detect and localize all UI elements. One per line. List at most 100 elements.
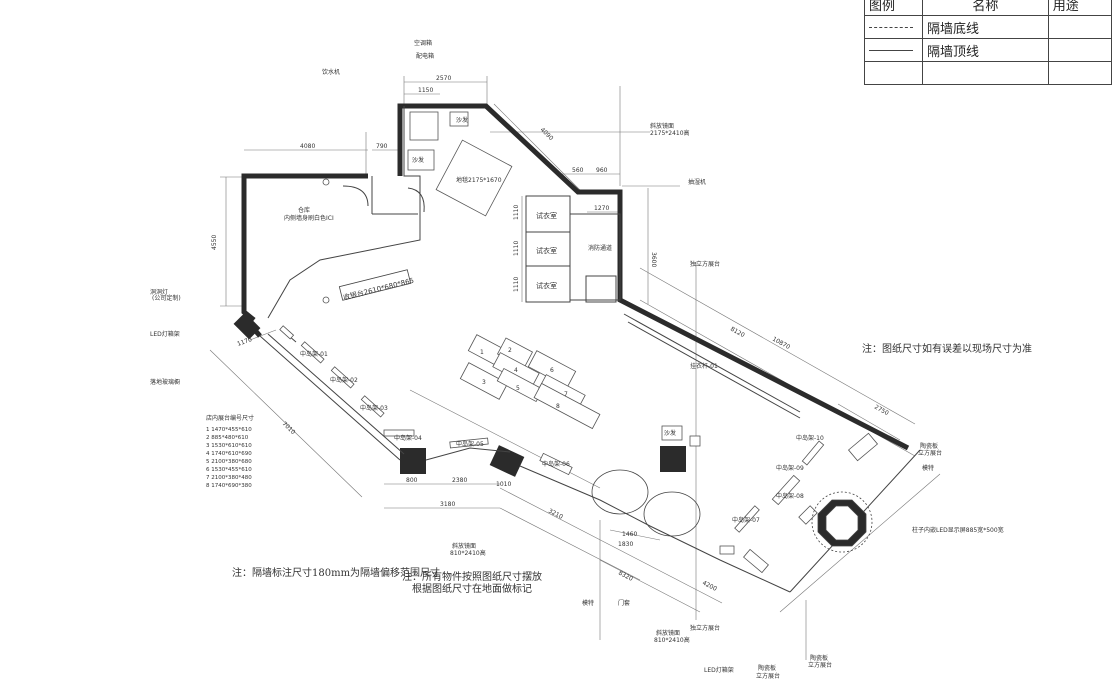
label-tilt-mirror-size: 2175*2410高 — [650, 129, 690, 137]
dim-4080: 4080 — [300, 143, 315, 150]
dim-1110c: 1110 — [513, 277, 520, 292]
room-fire-passage: 消防通道 — [588, 244, 612, 252]
table-num-3: 3 — [482, 379, 486, 386]
label-led-lightbox: LED灯箱架 — [150, 330, 180, 338]
label-tilt-mirror: 斜放镜面 — [650, 122, 674, 130]
label-indep-box: 独立方展台 — [690, 624, 720, 632]
rack-label-11: 挂衣杆-01 — [690, 362, 718, 370]
label-model: 模特 — [582, 599, 594, 607]
pillar-entrance-left — [400, 448, 426, 474]
legend-solid-line — [864, 38, 923, 62]
sofa-box-bottom — [661, 425, 683, 441]
label-model2: 模特 — [922, 464, 934, 472]
label-tilt-mirror3-size: 810*2410高 — [654, 636, 690, 644]
dim-2750: 2750 — [873, 404, 890, 418]
table-size-1: 1 1470*455*610 — [206, 427, 252, 433]
room-fitting2: 试衣室 — [536, 246, 557, 255]
room-warehouse-1: 仓库 — [298, 206, 310, 214]
label-side-cabinet3b: 立方展台 — [918, 449, 942, 457]
legend-row1-name: 隔墙底线 — [921, 15, 1049, 39]
table-size-7: 7 2100*380*480 — [206, 475, 252, 481]
warehouse-fixtures — [322, 111, 469, 304]
racks — [279, 325, 879, 574]
rack-label-2: 中岛架-02 — [330, 376, 358, 384]
room-sofa1: 沙发 — [456, 116, 468, 124]
label-switch-box1: 空调箱 — [414, 39, 432, 47]
table-8 — [533, 382, 601, 430]
dim-8120: 8120 — [729, 326, 746, 340]
note-wall-offset: 注：隔墙标注尺寸180mm为隔墙偏移范围尺寸 — [232, 568, 441, 579]
pillar-left — [233, 312, 261, 340]
dim-1460: 1460 — [622, 531, 637, 538]
plan-labels: 空调箱 配电箱 饮水机 斜放镜面 2175*2410高 抽湿机 独立方展台 洞洞… — [150, 39, 1004, 680]
dim-4550: 4550 — [211, 235, 218, 250]
table-num-1: 1 — [480, 349, 484, 356]
legend-table: 图例 名称 用途 隔墙底线 隔墙顶线 — [864, 0, 1112, 85]
warehouse-partition — [267, 106, 425, 319]
room-sofa3: 沙发 — [664, 429, 676, 437]
table-size-3: 3 1530*610*610 — [206, 443, 252, 449]
dim-1110a: 1110 — [513, 205, 520, 220]
label-side-cabinet1: 陶瓷板 — [758, 664, 776, 672]
label-side-cabinet1b: 立方展台 — [756, 672, 780, 680]
display-box-marker — [689, 435, 701, 447]
table-num-7: 7 — [564, 391, 568, 398]
pillar-entrance-right — [489, 445, 525, 477]
table-sizes-list: 1 1470*455*610 2 885*480*610 3 1530*610*… — [206, 426, 252, 490]
dim-1110b: 1110 — [513, 241, 520, 256]
label-side-cabinet2b: 立方展台 — [808, 661, 832, 669]
table-size-6: 6 1530*455*610 — [206, 467, 252, 473]
dim-8320: 8320 — [617, 570, 634, 583]
dim-2380: 2380 — [452, 477, 467, 484]
dim-1270: 1270 — [594, 205, 609, 212]
dim-3180: 3180 — [440, 501, 455, 508]
rack-label-10: 中岛架-10 — [796, 434, 824, 442]
label-glass-window: 落地玻璃橱 — [150, 378, 180, 386]
note-layout-1: 注：所有物件按照图纸尺寸摆放 — [402, 572, 542, 583]
room-fitting1: 试衣室 — [536, 211, 557, 220]
dimension-lines — [209, 76, 941, 660]
dim-1170: 1170 — [236, 336, 253, 348]
dim-800: 800 — [406, 477, 418, 484]
note-layout-2: 根据图纸尺寸在地面做标记 — [412, 584, 532, 595]
legend-row3-symbol — [864, 61, 923, 85]
rack-label-4: 中岛架-04 — [394, 434, 422, 442]
dim-2570: 2570 — [436, 75, 451, 82]
dim-790: 790 — [376, 143, 388, 150]
label-dehumidifier: 抽湿机 — [688, 178, 706, 186]
legend-row3-use — [1047, 61, 1112, 85]
table-size-5: 5 2100*380*680 — [206, 459, 252, 465]
label-tilt-mirror3: 斜放镜面 — [656, 629, 680, 637]
dim-10870: 10870 — [771, 336, 791, 351]
legend-row3-name — [921, 61, 1049, 85]
label-led-lightbox2: LED灯箱架 — [704, 666, 734, 674]
legend-row2-name: 隔墙顶线 — [921, 38, 1049, 62]
rack-label-3: 中岛架-03 — [360, 404, 388, 412]
room-warehouse-2: 内侧墙身刷白色ICI — [284, 214, 334, 222]
label-display-box: 独立方展台 — [690, 260, 720, 268]
rack-label-5: 中岛架-05 — [456, 440, 484, 448]
table-num-8: 8 — [556, 403, 560, 410]
rack-label-6: 中岛架-06 — [542, 460, 570, 468]
label-column-led: 柱子内嵌LED显示屏885宽*500宽 — [912, 526, 1004, 534]
label-switch-box2: 配电箱 — [416, 52, 434, 60]
table-3 — [459, 362, 509, 400]
dim-4090: 4090 — [539, 126, 555, 142]
table-num-5: 5 — [516, 385, 520, 392]
dim-3600: 3600 — [650, 252, 657, 267]
label-side-cabinet2: 陶瓷板 — [810, 654, 828, 662]
pillar-center — [660, 446, 686, 472]
room-sofa2: 沙发 — [412, 156, 424, 164]
round-features — [591, 469, 873, 553]
display-tables — [459, 334, 601, 430]
table-size-8: 8 1740*690*380 — [206, 483, 252, 489]
dim-560: 560 — [572, 167, 584, 174]
legend-row1-use — [1047, 15, 1112, 39]
rack-label-9: 中岛架-09 — [776, 464, 804, 472]
legend-row2-use — [1047, 38, 1112, 62]
legend-dashed-line — [864, 15, 923, 39]
table-num-2: 2 — [508, 347, 512, 354]
rack-label-8: 中岛架-08 — [776, 492, 804, 500]
rack-label-7: 中岛架-07 — [732, 516, 760, 524]
dim-1830: 1830 — [618, 541, 633, 548]
